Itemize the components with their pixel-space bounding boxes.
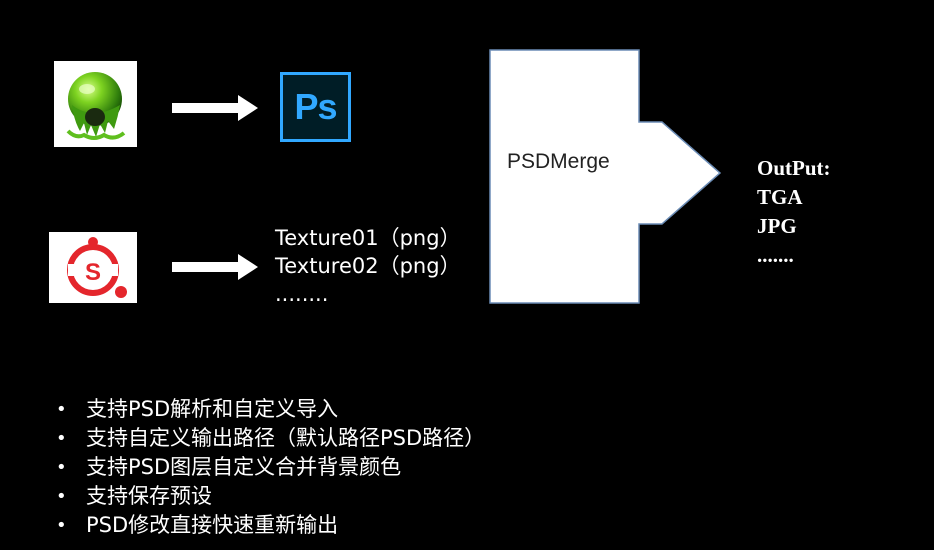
bullet-icon: • (56, 486, 67, 507)
photoshop-label: Ps (294, 86, 337, 127)
right-arrow-icon (172, 254, 258, 280)
feature-text: 支持PSD解析和自定义导入 (86, 397, 339, 421)
svg-text:S: S (85, 259, 101, 286)
bullet-icon: • (56, 399, 67, 420)
feature-text: PSD修改直接快速重新输出 (86, 513, 339, 537)
psd-merge-label: PSDMerge (507, 150, 610, 173)
output-title: OutPut: (757, 156, 831, 180)
feature-text: 支持PSD图层自定义合并背景颜色 (86, 455, 402, 479)
substance-painter-icon: S (49, 232, 137, 303)
texture-list: Texture01（png） Texture02（png） ........ (275, 224, 461, 308)
right-arrow-icon (172, 95, 258, 121)
feature-item: • PSD修改直接快速重新输出 (56, 511, 485, 540)
feature-item: • 支持PSD图层自定义合并背景颜色 (56, 453, 485, 482)
output-block: OutPut: TGA JPG ....... (757, 154, 831, 270)
mudbox-sculpt-icon (54, 61, 137, 147)
output-format: TGA (757, 185, 803, 209)
texture-item: Texture02（png） (275, 254, 461, 278)
feature-item: • 支持保存预设 (56, 482, 485, 511)
texture-item: Texture01（png） (275, 226, 461, 250)
feature-list: • 支持PSD解析和自定义导入 • 支持自定义输出路径（默认路径PSD路径） • 支持… (56, 395, 485, 540)
texture-item: ........ (275, 282, 329, 306)
bullet-icon: • (56, 428, 67, 449)
feature-text: 支持自定义输出路径（默认路径PSD路径） (86, 426, 486, 450)
feature-item: • 支持PSD解析和自定义导入 (56, 395, 485, 424)
feature-item: • 支持自定义输出路径（默认路径PSD路径） (56, 424, 485, 453)
photoshop-icon: Ps (280, 72, 351, 142)
feature-text: 支持保存预设 (86, 484, 212, 508)
psd-merge-block (489, 49, 722, 304)
output-format: ....... (757, 243, 794, 267)
bullet-icon: • (56, 457, 67, 478)
bullet-icon: • (56, 515, 67, 536)
output-format: JPG (757, 214, 797, 238)
